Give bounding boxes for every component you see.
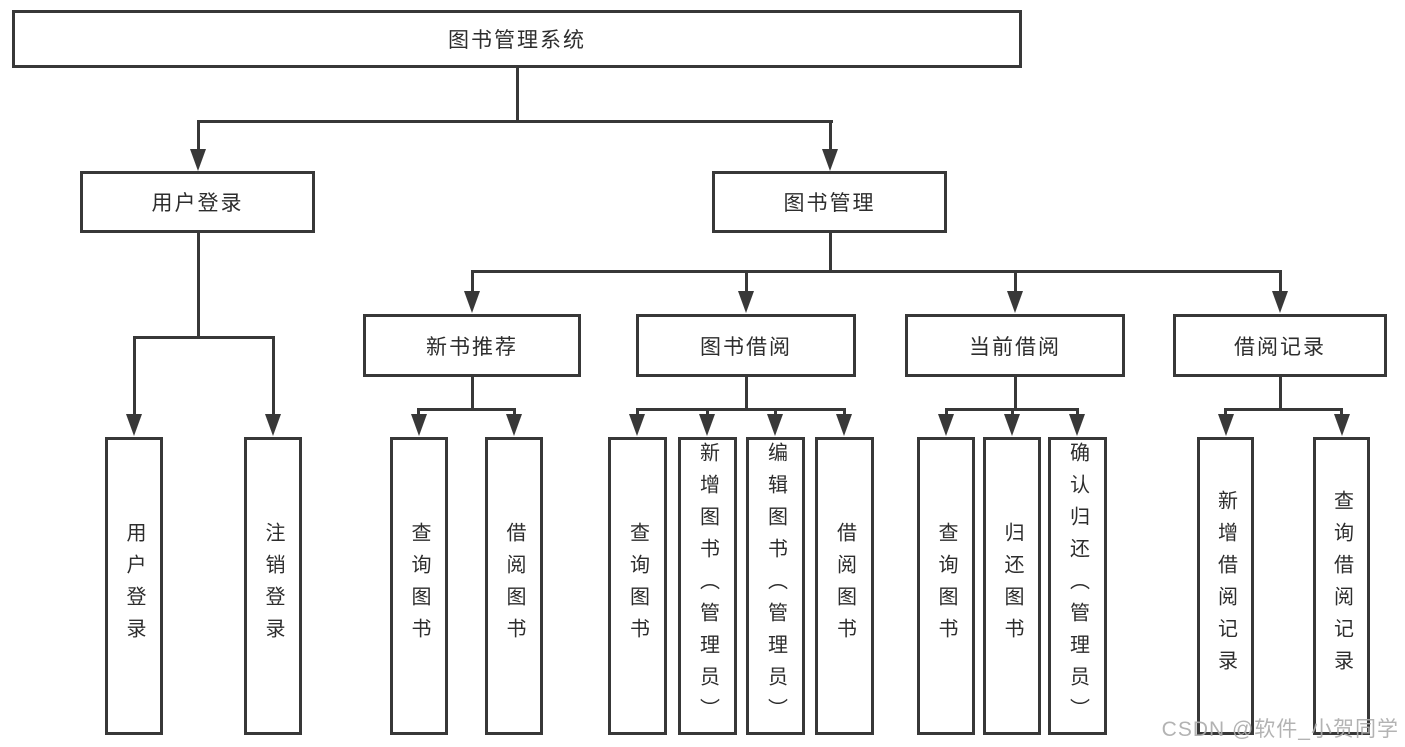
connector-book-mgmt-stub bbox=[829, 120, 832, 151]
connector-borrowing-rail bbox=[636, 408, 846, 411]
connector-leaf-stub bbox=[636, 408, 639, 416]
leaf-add-borrow-record-label: 新增借阅记录 bbox=[1214, 490, 1237, 682]
connector-level2-rail bbox=[197, 120, 833, 123]
leaf-borrow-books: 借阅图书 bbox=[815, 437, 874, 735]
connector-user-login-stem bbox=[197, 233, 200, 339]
arrow-down-icon bbox=[1004, 414, 1020, 436]
leaf-add-books-admin: 新增图书（管理员） bbox=[678, 437, 737, 735]
connector-recommend-stem bbox=[471, 377, 474, 411]
node-book-borrowing: 图书借阅 bbox=[636, 314, 856, 377]
connector-level3-rail bbox=[471, 270, 1282, 273]
leaf-query-borrow-record: 查询借阅记录 bbox=[1313, 437, 1370, 735]
arrow-down-icon bbox=[738, 291, 754, 313]
csdn-watermark: CSDN @软件_小贺同学 bbox=[1161, 718, 1399, 741]
leaf-query-books-borrowing-label: 查询图书 bbox=[626, 522, 649, 650]
leaf-query-borrow-record-label: 查询借阅记录 bbox=[1330, 490, 1353, 682]
connector-leaf-stub bbox=[706, 408, 709, 416]
connector-leaf-stub bbox=[1076, 408, 1079, 416]
connector-leaf-stub bbox=[1011, 408, 1014, 416]
connector-leaf-stub bbox=[774, 408, 777, 416]
connector-level3-stub bbox=[1279, 270, 1282, 293]
arrow-down-icon bbox=[1334, 414, 1350, 436]
leaf-query-books-current-label: 查询图书 bbox=[935, 522, 957, 650]
arrow-down-icon bbox=[411, 414, 427, 436]
leaf-borrow-books-recommend-label: 借阅图书 bbox=[503, 522, 525, 650]
node-new-book-recommend: 新书推荐 bbox=[363, 314, 581, 377]
leaf-user-login: 用户登录 bbox=[105, 437, 163, 735]
connector-leaf-stub bbox=[1224, 408, 1227, 416]
connector-root-stem bbox=[516, 68, 519, 123]
connector-records-rail bbox=[1224, 408, 1343, 411]
node-book-management: 图书管理 bbox=[712, 171, 947, 233]
leaf-edit-books-admin-label: 编辑图书（管理员） bbox=[764, 442, 787, 730]
leaf-edit-books-admin: 编辑图书（管理员） bbox=[746, 437, 805, 735]
connector-leaf-stub bbox=[843, 408, 846, 416]
arrow-down-icon bbox=[699, 414, 715, 436]
connector-book-mgmt-stem bbox=[829, 233, 832, 272]
arrow-down-icon bbox=[265, 414, 281, 436]
connector-current-stem bbox=[1014, 377, 1017, 411]
connector-user-login-rail bbox=[133, 336, 275, 339]
connector-borrowing-stem bbox=[745, 377, 748, 411]
connector-leaf-stub bbox=[272, 336, 275, 414]
node-user-login: 用户登录 bbox=[80, 171, 315, 233]
leaf-add-books-admin-label: 新增图书（管理员） bbox=[696, 442, 719, 730]
arrow-down-icon bbox=[938, 414, 954, 436]
leaf-return-books: 归还图书 bbox=[983, 437, 1041, 735]
leaf-query-books-recommend: 查询图书 bbox=[390, 437, 448, 735]
node-user-login-label: 用户登录 bbox=[151, 192, 244, 215]
leaf-query-books-current: 查询图书 bbox=[917, 437, 975, 735]
arrow-down-icon bbox=[822, 149, 838, 171]
leaf-logout: 注销登录 bbox=[244, 437, 302, 735]
connector-leaf-stub bbox=[417, 408, 420, 416]
node-new-book-recommend-label: 新书推荐 bbox=[426, 335, 518, 359]
connector-leaf-stub bbox=[945, 408, 948, 416]
node-book-borrowing-label: 图书借阅 bbox=[700, 335, 792, 359]
connector-level3-stub bbox=[1014, 270, 1017, 293]
leaf-return-books-label: 归还图书 bbox=[1001, 522, 1023, 650]
leaf-add-borrow-record: 新增借阅记录 bbox=[1197, 437, 1254, 735]
leaf-user-login-label: 用户登录 bbox=[123, 522, 145, 650]
arrow-down-icon bbox=[190, 149, 206, 171]
connector-leaf-stub bbox=[1340, 408, 1343, 416]
node-current-borrowing: 当前借阅 bbox=[905, 314, 1125, 377]
connector-leaf-stub bbox=[513, 408, 516, 416]
arrow-down-icon bbox=[464, 291, 480, 313]
arrow-down-icon bbox=[629, 414, 645, 436]
leaf-logout-label: 注销登录 bbox=[262, 522, 284, 650]
arrow-down-icon bbox=[126, 414, 142, 436]
connector-leaf-stub bbox=[133, 336, 136, 414]
node-current-borrowing-label: 当前借阅 bbox=[969, 335, 1061, 359]
connector-recommend-rail bbox=[417, 408, 516, 411]
leaf-confirm-return-admin: 确认归还（管理员） bbox=[1048, 437, 1107, 735]
arrow-down-icon bbox=[506, 414, 522, 436]
arrow-down-icon bbox=[1272, 291, 1288, 313]
node-book-management-label: 图书管理 bbox=[783, 192, 876, 215]
connector-user-login-stub bbox=[197, 120, 200, 151]
node-root-label: 图书管理系统 bbox=[448, 29, 586, 52]
connector-level3-stub bbox=[745, 270, 748, 293]
leaf-borrow-books-recommend: 借阅图书 bbox=[485, 437, 543, 735]
arrow-down-icon bbox=[836, 414, 852, 436]
leaf-borrow-books-label: 借阅图书 bbox=[833, 522, 856, 650]
leaf-confirm-return-admin-label: 确认归还（管理员） bbox=[1066, 442, 1089, 730]
node-borrowing-records-label: 借阅记录 bbox=[1234, 335, 1326, 359]
node-root: 图书管理系统 bbox=[12, 10, 1022, 68]
node-borrowing-records: 借阅记录 bbox=[1173, 314, 1387, 377]
arrow-down-icon bbox=[1069, 414, 1085, 436]
connector-level3-stub bbox=[471, 270, 474, 293]
arrow-down-icon bbox=[1218, 414, 1234, 436]
leaf-query-books-borrowing: 查询图书 bbox=[608, 437, 667, 735]
arrow-down-icon bbox=[1007, 291, 1023, 313]
leaf-query-books-recommend-label: 查询图书 bbox=[408, 522, 430, 650]
arrow-down-icon bbox=[767, 414, 783, 436]
connector-records-stem bbox=[1279, 377, 1282, 411]
